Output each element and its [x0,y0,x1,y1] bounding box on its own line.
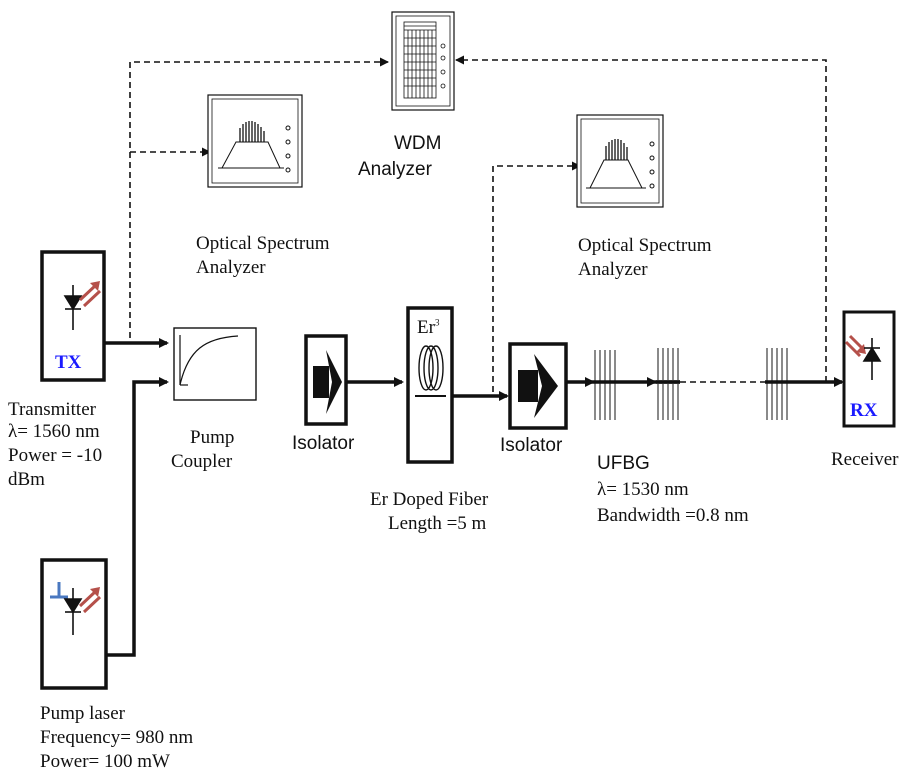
osa-left-line1: Optical Spectrum [196,233,330,254]
osa-left-line2: Analyzer [196,257,266,278]
osa-right-block [576,114,664,208]
transmitter-block [40,250,106,382]
isolator-to-osa-line [492,161,581,392]
emission-arrows-icon [844,334,866,358]
er-symbol: Er3 [417,317,440,338]
isolator-arrow-icon [518,354,558,418]
pump-laser-frequency: Frequency= 980 nm [40,727,194,748]
receiver-block [842,310,896,428]
pump-bar-icon [50,582,68,599]
wdm-analyzer-icon [403,21,446,99]
fiber-bragg-grating-icon [594,350,616,420]
tx-tag: TX [55,352,82,373]
ufbg-label: UFBG [597,453,650,474]
transmitter-wavelength: λ= 1560 nm [8,421,100,442]
transmitter-power: Power = -10 [8,445,103,466]
receiver-to-wdm-line [455,55,827,382]
isolator-2-block [508,342,568,430]
transmitter-power-unit: dBm [8,469,45,490]
laser-diode-icon [63,285,83,330]
pump-coupler-block [173,327,257,401]
monitor-lines [129,55,827,392]
rx-tag: RX [850,400,878,421]
ufbg-gratings [593,348,790,420]
isolator-arrow-icon [313,350,342,414]
ufbg-wavelength: λ= 1530 nm [597,479,689,500]
fiber-bragg-grating-icon [766,348,788,420]
fiber-bragg-grating-icon [657,348,679,420]
coupler-curve-icon [179,335,239,386]
pump-laser-power: Power= 100 mW [40,751,170,772]
osa-right-line1: Optical Spectrum [578,235,712,256]
spectrum-analyzer-icon [218,121,291,173]
pump-coupler-line2: Coupler [171,451,233,472]
spectrum-analyzer-icon [586,139,655,189]
receiver-label: Receiver [831,449,899,470]
pump-to-coupler-line [106,377,169,657]
wdm-analyzer-block [391,11,455,111]
transmitter-label: Transmitter [8,399,96,420]
isolator-1-block [304,334,348,426]
photodiode-icon [862,338,882,380]
laser-diode-icon [63,588,83,635]
er-fiber-line2: Length =5 m [388,513,487,534]
er-fiber-block [406,306,454,464]
emission-arrows-icon [78,587,102,614]
isolator-2-label: Isolator [500,435,563,456]
er-fiber-line1: Er Doped Fiber [370,489,489,510]
tx-to-wdm-line [129,57,389,338]
emission-arrows-icon [78,281,102,308]
pump-laser-label: Pump laser [40,703,125,724]
osa-right-line2: Analyzer [578,259,648,280]
osa-left-block [207,94,303,188]
pump-laser-block [40,558,108,690]
wdm-line1: WDM [394,133,442,154]
wdm-line2: Analyzer [358,159,432,180]
pump-coupler-line1: Pump [190,427,235,448]
isolator-1-label: Isolator [292,433,355,454]
ufbg-bandwidth: Bandwidth =0.8 nm [597,505,749,526]
fiber-coil-icon [415,345,446,397]
